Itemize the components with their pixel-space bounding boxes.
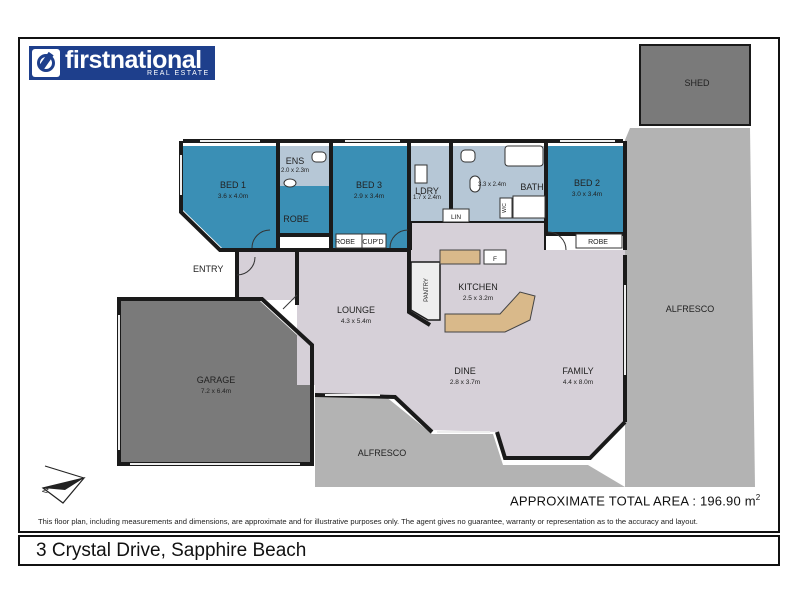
garage-dims: 7.2 x 6.4m bbox=[201, 388, 231, 395]
bed3-dims: 2.9 x 3.4m bbox=[354, 193, 384, 200]
bed2-area bbox=[546, 146, 623, 232]
brand-logo: firstnational REAL ESTATE bbox=[29, 46, 215, 80]
pantry-label: PANTRY bbox=[424, 278, 430, 302]
total-area: APPROXIMATE TOTAL AREA : 196.90 m2 bbox=[510, 493, 760, 508]
bed2-label: BED 2 bbox=[574, 178, 600, 188]
total-area-unit: 2 bbox=[755, 493, 761, 502]
windows bbox=[118, 140, 626, 465]
robe1-label: ROBE bbox=[283, 214, 309, 224]
doors bbox=[236, 229, 567, 310]
total-area-label: APPROXIMATE TOTAL AREA : 196.90 m bbox=[510, 493, 756, 509]
bed1-dims: 3.6 x 4.0m bbox=[218, 193, 248, 200]
robe1-area bbox=[278, 185, 330, 233]
garage-area bbox=[121, 301, 310, 462]
shed-label: SHED bbox=[684, 78, 710, 88]
bed1-label: BED 1 bbox=[220, 180, 246, 190]
bed3-area bbox=[333, 146, 409, 248]
fixtures bbox=[283, 145, 623, 265]
brand-mark-icon bbox=[32, 49, 60, 77]
plan-frame bbox=[18, 37, 780, 533]
brand-name: firstnational bbox=[65, 46, 202, 74]
compass-north-label: N bbox=[40, 486, 50, 494]
ldry-dims: 1.7 x 2.4m bbox=[413, 195, 441, 201]
kitchen-label: KITCHEN bbox=[458, 282, 498, 292]
cupd-label: CUP'D bbox=[362, 239, 383, 246]
compass-icon bbox=[41, 465, 86, 504]
ens-dims: 2.0 x 2.3m bbox=[281, 168, 309, 174]
bed1-area bbox=[183, 146, 278, 248]
kitchen-back-bench bbox=[439, 249, 481, 265]
family-dims: 4.4 x 8.0m bbox=[563, 379, 593, 386]
ldry-label: LDRY bbox=[415, 186, 439, 196]
robe2-label: ROBE bbox=[588, 239, 608, 246]
kitchen-pantry-bench bbox=[410, 261, 441, 321]
lounge-dims: 4.3 x 5.4m bbox=[341, 318, 371, 325]
fridge-label: F bbox=[493, 256, 497, 263]
alfresco-side-label: ALFRESCO bbox=[666, 304, 715, 314]
address-bar: 3 Crystal Drive, Sapphire Beach bbox=[18, 535, 780, 566]
wc-label: W/C bbox=[502, 203, 508, 213]
shed-area bbox=[639, 44, 751, 126]
kitchen-island bbox=[444, 291, 536, 333]
dine-label: DINE bbox=[454, 366, 476, 376]
bath-dims: 3.3 x 2.4m bbox=[478, 182, 506, 188]
dine-dims: 2.8 x 3.7m bbox=[450, 379, 480, 386]
bed2-dims: 3.0 x 3.4m bbox=[572, 191, 602, 198]
entry-label: ENTRY bbox=[193, 264, 223, 274]
property-address: 3 Crystal Drive, Sapphire Beach bbox=[36, 540, 307, 561]
disclaimer: This floor plan, including measurements … bbox=[38, 517, 698, 526]
ens-label: ENS bbox=[286, 156, 305, 166]
robe3-label: ROBE bbox=[335, 239, 355, 246]
brand-tagline: REAL ESTATE bbox=[147, 70, 210, 77]
lounge-label: LOUNGE bbox=[337, 305, 375, 315]
garage-label: GARAGE bbox=[197, 375, 236, 385]
bed3-label: BED 3 bbox=[356, 180, 382, 190]
family-label: FAMILY bbox=[562, 366, 593, 376]
alfresco-side-area bbox=[625, 128, 755, 487]
alfresco-front-area bbox=[315, 392, 625, 487]
kitchen-dims: 2.5 x 3.2m bbox=[463, 295, 493, 302]
bath-label: BATH bbox=[520, 182, 543, 192]
lin-label: LIN bbox=[451, 214, 461, 221]
alfresco-front-label: ALFRESCO bbox=[358, 448, 407, 458]
hallway-area bbox=[412, 222, 544, 250]
